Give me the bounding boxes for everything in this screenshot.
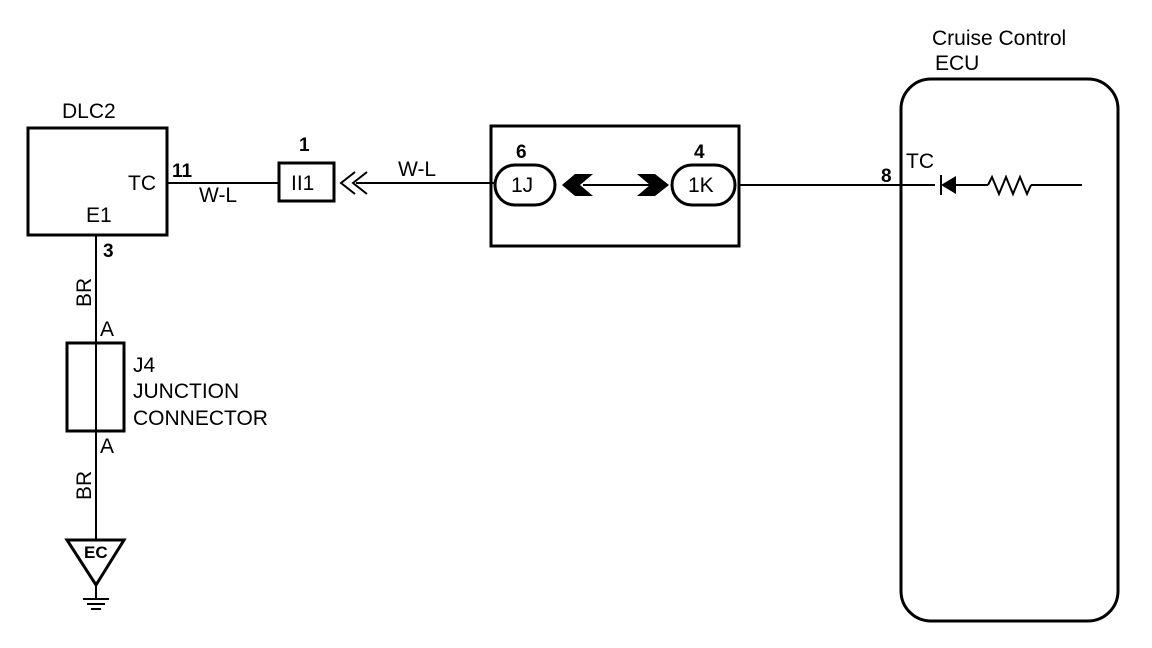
ecu-box	[899, 77, 1120, 623]
j4-bottom-pin: A	[100, 435, 114, 458]
ii1-arrow-inner-icon	[351, 171, 368, 195]
resistor-icon	[987, 174, 1032, 197]
block-1j-label: 1J	[511, 174, 533, 197]
block-1j-connector	[493, 163, 557, 207]
dlc2-tc-pin: 11	[172, 161, 193, 182]
dlc2-e1-terminal: E1	[86, 204, 112, 227]
j4-name: J4	[133, 354, 156, 377]
ii1-arrow-outer-icon	[339, 171, 356, 195]
diode-icon	[941, 176, 956, 194]
wire-e1-to-j4-color: BR	[73, 278, 96, 307]
dlc2-e1-pin: 3	[103, 241, 114, 262]
wire-dlc-to-ii1-color: W-L	[199, 184, 237, 207]
ii1-pin: 1	[299, 135, 310, 156]
ground-label: EC	[84, 543, 108, 562]
wire-j4-to-ground-color: BR	[73, 471, 96, 500]
block-1k-label: 1K	[688, 174, 714, 197]
wire-ii1-to-block-color: W-L	[398, 158, 436, 181]
j4-line1: JUNCTION	[133, 380, 239, 403]
block-1k-pin: 4	[694, 142, 705, 163]
chevron-right-icon	[637, 174, 669, 196]
block-1k-connector	[670, 163, 737, 207]
dlc2-tc-terminal: TC	[128, 172, 156, 195]
dlc2-box	[26, 126, 169, 237]
j4-top-pin: A	[100, 318, 114, 341]
dlc2-title: DLC2	[62, 100, 116, 123]
ecu-tc-terminal: TC	[906, 150, 934, 173]
ii1-label: II1	[291, 172, 314, 195]
ecu-title-line1: Cruise Control	[932, 27, 1066, 50]
chevron-left-icon	[562, 174, 593, 196]
block-1j-pin: 6	[516, 142, 527, 163]
ii1-connector-box	[277, 161, 336, 203]
ground-point-triangle	[64, 538, 127, 588]
ecu-title-line2: ECU	[935, 52, 979, 75]
j4-line2: CONNECTOR	[133, 407, 268, 430]
ecu-tc-pin: 8	[881, 166, 892, 187]
